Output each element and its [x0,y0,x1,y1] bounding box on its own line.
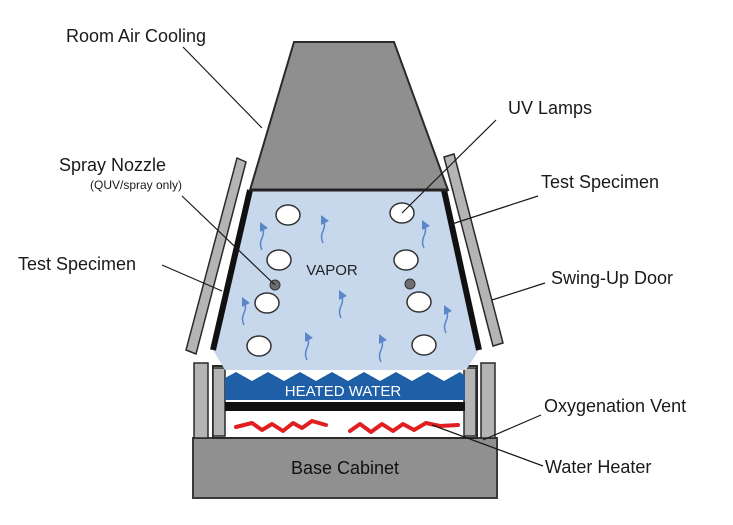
room-air-cooling-label: Room Air Cooling [66,26,206,46]
vapor-chamber [213,190,479,370]
uv-lamp [254,292,280,314]
spray-nozzle-right [404,278,416,290]
uv-lamps-label: UV Lamps [508,98,592,118]
heated-water-label: HEATED WATER [285,383,402,400]
uv-lamps [246,202,437,357]
uv-lamp [406,291,432,313]
spray-nozzle-label: Spray Nozzle [59,155,166,175]
left-inner-post [212,367,226,437]
divider-plate [225,402,465,411]
water-heater-label: Water Heater [545,457,651,477]
uv-lamp [275,204,301,226]
vapor-label: VAPOR [306,262,358,279]
left-chamber-wall [210,189,253,351]
water-heater-element [234,419,460,434]
spray-nozzle-note: (QUV/spray only) [90,178,182,192]
vapor-arrows [241,214,453,363]
leader-test-specimen-right [451,195,539,225]
cooling-hood [248,41,450,191]
right-outer-post [480,362,496,439]
leader-water-heater [431,424,544,467]
leader-spray-nozzle [181,195,276,286]
base-cabinet-label: Base Cabinet [291,458,399,478]
base-cabinet [192,437,498,499]
left-swing-door [185,156,247,356]
uv-lamp [393,249,419,271]
heated-water [225,372,465,400]
test-specimen-right-label: Test Specimen [541,172,659,192]
uv-lamp [266,249,292,271]
right-chamber-wall [441,189,482,351]
leader-oxygenation-vent [482,414,542,441]
swing-up-door-label: Swing-Up Door [551,268,673,288]
leader-test-specimen-left [161,264,223,292]
leader-room-air-cooling [182,46,263,129]
test-specimen-left-label: Test Specimen [18,254,136,274]
leader-swing-up-door [491,282,546,301]
uv-lamp [246,335,272,357]
right-swing-door [443,153,504,347]
oxygenation-vent-label: Oxygenation Vent [544,396,686,416]
right-inner-post [463,367,477,437]
leader-uv-lamps [401,119,497,214]
uv-lamp [411,334,437,356]
left-outer-post [193,362,209,439]
